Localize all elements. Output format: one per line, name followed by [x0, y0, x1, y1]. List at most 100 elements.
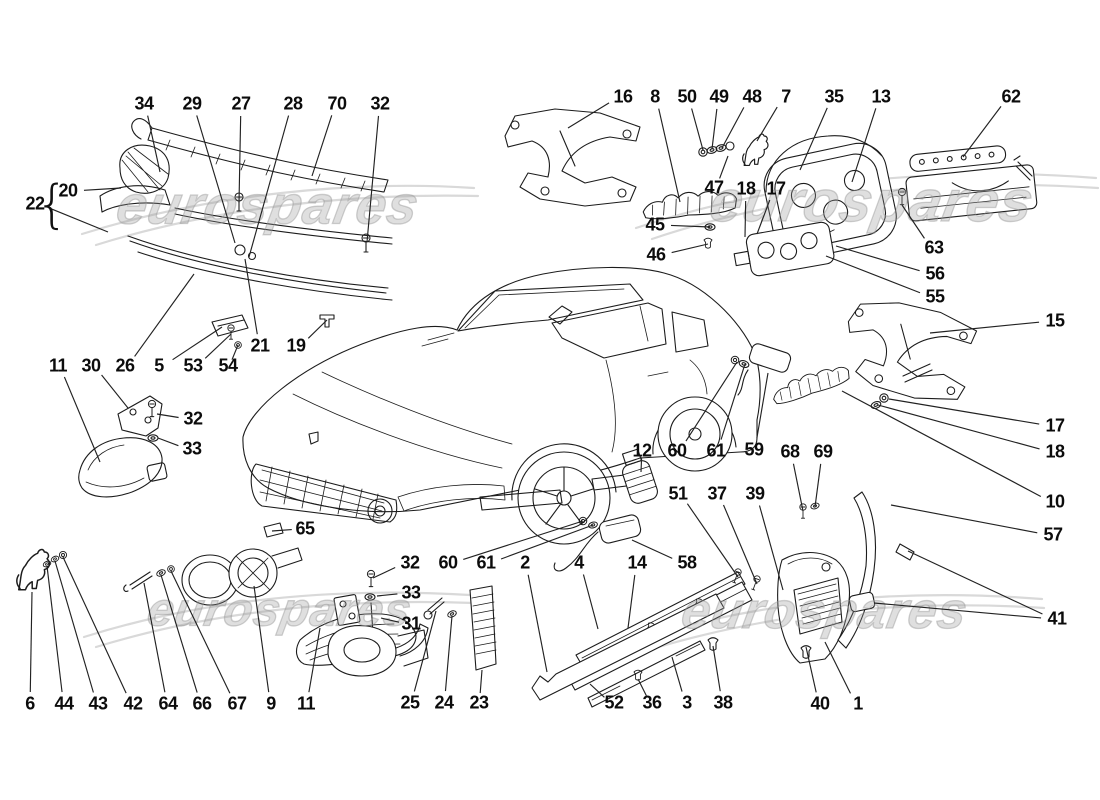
leader-line-55	[825, 255, 921, 294]
part-callout-60-51: 60	[438, 552, 458, 573]
tail-light-gasket	[765, 135, 883, 193]
part-callout-9-67: 9	[266, 693, 276, 714]
leader-line-40	[805, 646, 817, 693]
leader-line-63	[901, 204, 925, 239]
leader-line-14	[627, 574, 636, 629]
leader-line-50	[691, 108, 704, 151]
leader-line-21	[244, 258, 258, 335]
part-callout-58-56: 58	[677, 552, 697, 573]
leader-line-25	[413, 610, 437, 692]
part-callout-42-63: 42	[123, 693, 143, 714]
part-callout-3-74: 3	[682, 692, 692, 713]
part-callout-66-65: 66	[192, 693, 212, 714]
part-callout-36-73: 36	[642, 692, 662, 713]
part-callout-4-54: 4	[574, 552, 584, 573]
leader-line-32	[366, 115, 380, 243]
part-callout-59-43: 59	[744, 439, 764, 460]
front-side-lamp-group	[78, 395, 168, 498]
leader-line-1	[824, 641, 851, 694]
leader-line-12	[640, 457, 643, 473]
leader-line-4	[582, 574, 599, 630]
part-callout-7-13: 7	[781, 86, 791, 107]
part-callout-52-72: 52	[604, 692, 624, 713]
leader-line-65	[271, 529, 292, 532]
part-callout-37-47: 37	[707, 483, 727, 504]
part-callout-51-46: 51	[668, 483, 688, 504]
part-callout-13-15: 13	[871, 86, 891, 107]
leader-line-59	[756, 372, 769, 439]
part-callout-19-27: 19	[286, 335, 306, 356]
leader-line-17	[756, 199, 771, 235]
leader-line-5	[172, 326, 223, 361]
leader-line-11	[308, 627, 321, 693]
part-callout-31-58: 31	[401, 613, 421, 634]
part-callout-28-3: 28	[283, 93, 303, 114]
leader-line-60	[463, 520, 584, 560]
part-callout-61-52: 61	[476, 552, 496, 573]
leader-line-24	[444, 615, 453, 692]
part-callout-14-55: 14	[627, 552, 647, 573]
leader-line-11	[63, 376, 101, 463]
part-callout-46-21: 46	[646, 244, 666, 265]
part-callout-24-70: 24	[434, 692, 454, 713]
headlamp-bracket-group	[327, 569, 497, 677]
part-callout-34-0: 34	[134, 93, 154, 114]
leader-line-20	[83, 187, 122, 191]
part-callout-47-17: 47	[704, 177, 724, 198]
part-callout-45-20: 45	[645, 214, 665, 235]
leader-line-31	[380, 617, 400, 623]
part-callout-53-32: 53	[183, 355, 203, 376]
part-callout-11-68: 11	[296, 693, 316, 714]
part-callout-21-26: 21	[250, 335, 270, 356]
rear-side-marker	[730, 343, 792, 396]
part-callout-15-25: 15	[1045, 310, 1065, 331]
part-callout-65-49: 65	[295, 518, 315, 539]
part-callout-11-28: 11	[48, 355, 68, 376]
leader-line-36	[637, 678, 647, 697]
part-callout-26-30: 26	[115, 355, 135, 376]
leader-line-29	[196, 115, 236, 244]
part-callout-40-76: 40	[810, 693, 830, 714]
leader-line-64	[143, 582, 166, 693]
leader-line-23	[479, 669, 483, 694]
part-callout-64-64: 64	[158, 693, 178, 714]
part-callout-22-6: 22	[25, 193, 45, 214]
leader-line-3	[671, 656, 683, 692]
leader-line-51	[686, 503, 739, 578]
part-callout-23-71: 23	[469, 692, 489, 713]
leader-line-61	[500, 524, 594, 560]
bulb-holder	[733, 221, 835, 277]
leader-line-69	[814, 463, 822, 508]
part-callout-39-48: 39	[745, 483, 765, 504]
part-callout-5-31: 5	[154, 355, 164, 376]
leader-line-62	[962, 106, 1002, 158]
leader-line-42	[62, 556, 127, 694]
part-callout-16-8: 16	[613, 86, 633, 107]
leader-line-32	[372, 566, 396, 579]
leader-line-19	[307, 319, 328, 339]
leader-line-61	[720, 363, 746, 440]
leader-line-32	[156, 413, 179, 419]
leader-line-45	[670, 224, 711, 228]
leader-line-6	[29, 591, 33, 693]
part-callout-35-14: 35	[824, 86, 844, 107]
part-callout-17-36: 17	[1045, 415, 1065, 436]
leader-line-27	[238, 115, 242, 204]
grommet-12	[621, 448, 658, 504]
part-callout-54-33: 54	[218, 355, 238, 376]
part-callout-62-16: 62	[1001, 86, 1021, 107]
leader-line-8	[658, 108, 681, 203]
part-callout-44-61: 44	[54, 693, 74, 714]
leader-line-44	[46, 565, 63, 693]
leader-line-30	[101, 374, 129, 409]
part-callout-8-9: 8	[650, 86, 660, 107]
part-callout-48-12: 48	[742, 86, 762, 107]
leader-line-53	[204, 333, 232, 359]
part-callout-38-75: 38	[713, 692, 733, 713]
part-callout-69-45: 69	[813, 441, 833, 462]
part-callout-27-2: 27	[231, 93, 251, 114]
leader-line-33	[376, 593, 398, 597]
